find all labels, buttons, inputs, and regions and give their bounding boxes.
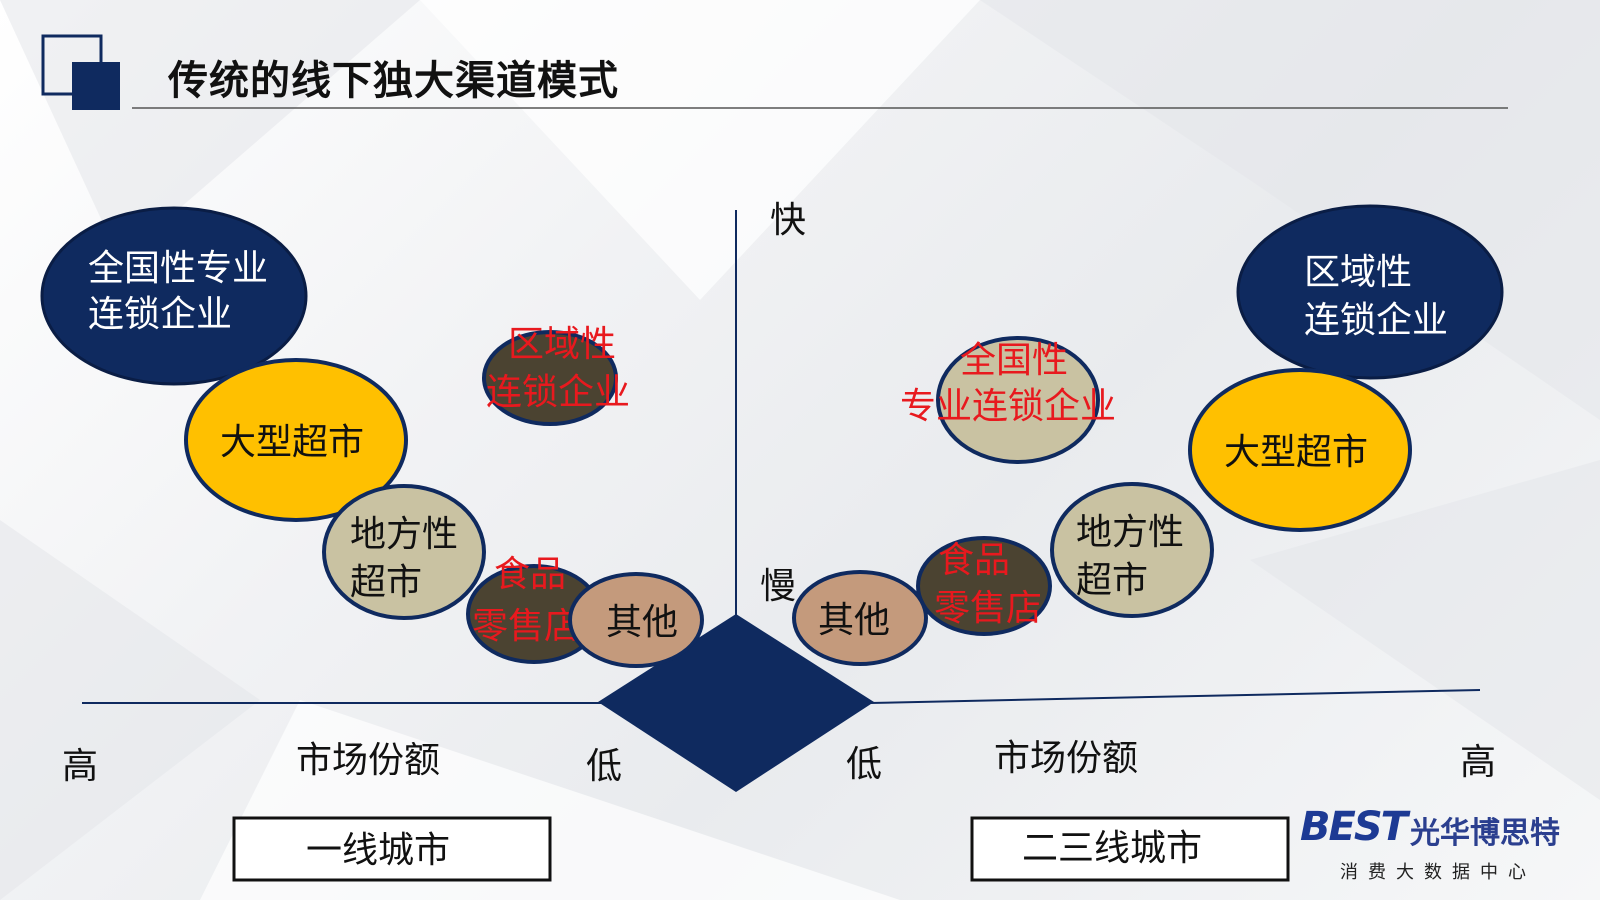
node-label: 食品 (938, 540, 1010, 581)
node-label: 大型超市 (1224, 432, 1368, 473)
node-label: 地方性 (1076, 512, 1184, 553)
node-label: 区域性 (1304, 252, 1412, 293)
node-label: 连锁企业 (88, 294, 232, 335)
right-node-regional-chain: 区域性 连锁企业 (1236, 204, 1504, 380)
ellipse-beige (936, 336, 1100, 464)
box-frame (970, 816, 1290, 882)
node-label: 零售店 (934, 588, 1042, 629)
box-frame (232, 816, 552, 882)
ellipse-navy (40, 206, 308, 386)
node-label: 连锁企业 (1304, 300, 1448, 341)
node-label: 食品 (494, 554, 566, 595)
node-label: 超市 (1076, 560, 1148, 601)
ellipse-navy (1236, 204, 1504, 380)
node-label: 专业连锁企业 (900, 386, 1116, 427)
ellipse-beige (1050, 482, 1214, 618)
box-label: 一线城市 (306, 830, 450, 871)
left-node-hypermarket: 大型超市 (184, 358, 408, 522)
node-label: 零售店 (472, 606, 580, 647)
ellipse-brown (568, 572, 704, 668)
ellipse-beige (322, 484, 486, 620)
node-label: 全国性 (960, 340, 1068, 381)
axis-label-left-high: 高 (62, 746, 98, 787)
axis-label-left-market-share: 市场份额 (296, 740, 440, 781)
node-label: 区域性 (508, 324, 616, 365)
node-label: 连锁企业 (486, 372, 630, 413)
box-tier1-city: 一线城市 (232, 816, 552, 882)
left-node-regional-chain: 区域性 连锁企业 (482, 324, 630, 426)
header-square-filled-icon (72, 62, 120, 110)
right-node-food-retail: 食品 零售店 (916, 536, 1052, 636)
ellipse-gold (184, 358, 408, 522)
left-node-other: 其他 (568, 572, 704, 668)
bg-facet (420, 0, 980, 300)
page-title: 传统的线下独大渠道模式 (168, 58, 619, 104)
right-horizontal-axis (869, 689, 1481, 704)
right-node-other: 其他 (792, 570, 928, 666)
axis-label-fast: 快 (770, 200, 806, 241)
logo-company-name: 光华博思特 (1410, 816, 1560, 851)
ellipse-brown (792, 570, 928, 666)
ellipse-olive (482, 330, 618, 426)
node-label: 其他 (818, 600, 890, 641)
axis-label-slow: 慢 (760, 566, 796, 607)
node-label: 大型超市 (220, 422, 364, 463)
box-label: 二三线城市 (1022, 828, 1202, 869)
node-label: 超市 (350, 562, 422, 603)
left-node-local-supermarket: 地方性 超市 (322, 484, 486, 620)
ellipse-gold (1188, 368, 1412, 532)
bg-facet (980, 0, 1600, 420)
bg-facet (1250, 460, 1600, 800)
best-logo-icon: BEST (1300, 804, 1408, 850)
node-label: 其他 (606, 602, 678, 643)
logo-tagline: 消费大数据中心 (1340, 862, 1536, 883)
left-node-food-retail: 食品 零售店 (466, 554, 602, 664)
left-node-national-chain: 全国性专业 连锁企业 (40, 206, 308, 386)
axis-label-right-high: 高 (1460, 742, 1496, 783)
right-node-hypermarket: 大型超市 (1188, 368, 1412, 532)
ellipse-olive (916, 536, 1052, 636)
node-label: 地方性 (350, 514, 458, 555)
axis-label-right-market-share: 市场份额 (994, 738, 1138, 779)
bg-facet (0, 520, 260, 900)
right-node-national-chain: 全国性 专业连锁企业 (900, 336, 1116, 464)
box-tier23-city: 二三线城市 (970, 816, 1290, 882)
node-label: 全国性专业 (88, 248, 268, 289)
axis-label-left-low: 低 (586, 746, 622, 787)
axis-label-right-low: 低 (846, 744, 882, 785)
right-node-local-supermarket: 地方性 超市 (1050, 482, 1214, 618)
